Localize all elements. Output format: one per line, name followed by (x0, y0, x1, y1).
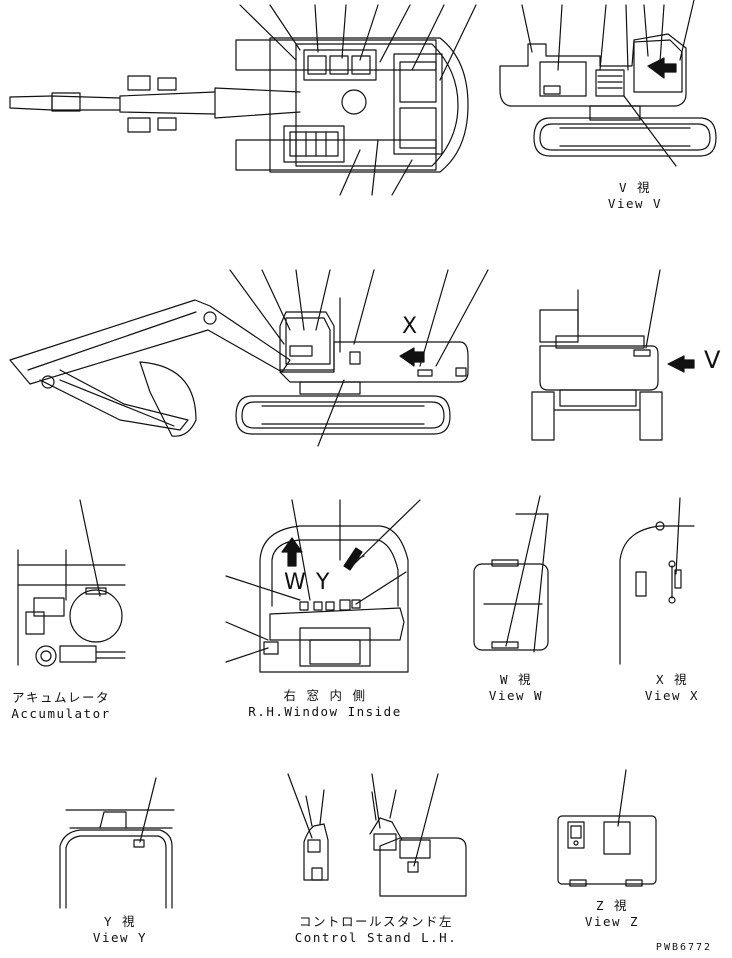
view-letter-w: W (284, 570, 306, 595)
view-letter-v: V (704, 346, 721, 374)
caption-accumulator-jp: アキュムレータ (11, 690, 110, 705)
caption-control-stand-en: Control Stand L.H. (294, 930, 458, 945)
top-view-excavator (10, 5, 476, 195)
caption-view-x-en: View X (644, 688, 700, 703)
control-stand-detail (288, 774, 466, 896)
caption-view-w-en: View W (488, 688, 544, 703)
caption-rh-window-jp: 右 窓 内 側 (283, 688, 367, 703)
view-v-excavator (500, 0, 716, 166)
caption-view-v-en: View V (607, 196, 663, 211)
view-w-detail (474, 496, 548, 652)
accumulator-detail (18, 500, 125, 666)
view-letter-x: X (402, 314, 418, 339)
side-view-excavator (10, 270, 488, 446)
caption-view-v-jp: V 視 (618, 180, 652, 195)
caption-view-z-en: View Z (584, 914, 640, 929)
caption-view-x-jp: X 視 (655, 672, 689, 687)
caption-view-y-en: View Y (92, 930, 148, 945)
rh-window-inside (226, 500, 420, 672)
view-letter-y: Y (316, 570, 330, 595)
rear-view-excavator (532, 270, 694, 440)
caption-rh-window-en: R.H.Window Inside (248, 704, 402, 719)
caption-accumulator-en: Accumulator (11, 706, 111, 721)
caption-view-z-jp: Z 視 (595, 898, 629, 913)
caption-view-y-jp: Y 視 (103, 914, 137, 929)
view-x-detail (620, 498, 694, 664)
caption-control-stand-jp: コントロールスタンド左 (298, 914, 453, 929)
view-z-detail (558, 770, 656, 886)
part-code: PWB6772 (655, 942, 713, 953)
caption-view-w-jp: W 視 (499, 672, 533, 687)
view-y-detail (60, 778, 174, 908)
